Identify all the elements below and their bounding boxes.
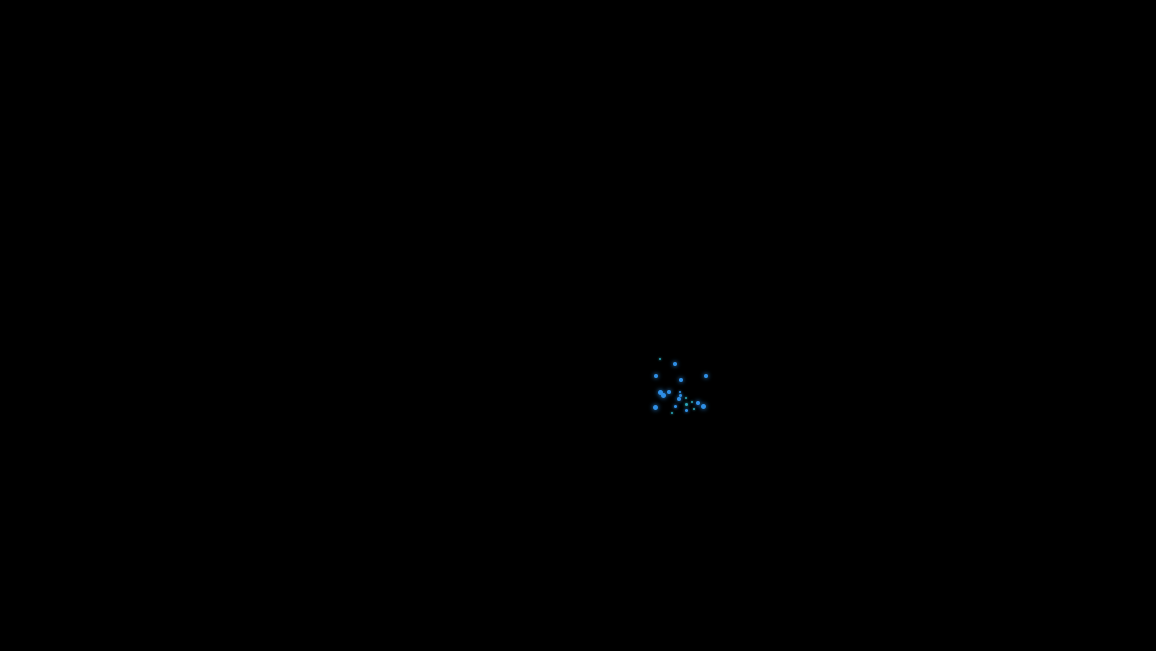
particle [660, 392, 666, 398]
particle [652, 404, 658, 410]
particle [667, 390, 671, 394]
particle [659, 358, 661, 360]
particle [696, 401, 700, 405]
particle [691, 401, 693, 403]
particle [673, 362, 677, 366]
particle [678, 393, 682, 397]
particle [671, 412, 673, 414]
particle [657, 389, 663, 395]
particle [679, 378, 683, 382]
particle [684, 402, 688, 406]
particle [684, 408, 688, 412]
particle [700, 403, 706, 409]
particle [693, 408, 695, 410]
particle [673, 404, 677, 408]
particle [679, 391, 681, 393]
particle [685, 397, 687, 399]
particle [677, 397, 681, 401]
particle [704, 374, 708, 378]
particle [654, 374, 658, 378]
